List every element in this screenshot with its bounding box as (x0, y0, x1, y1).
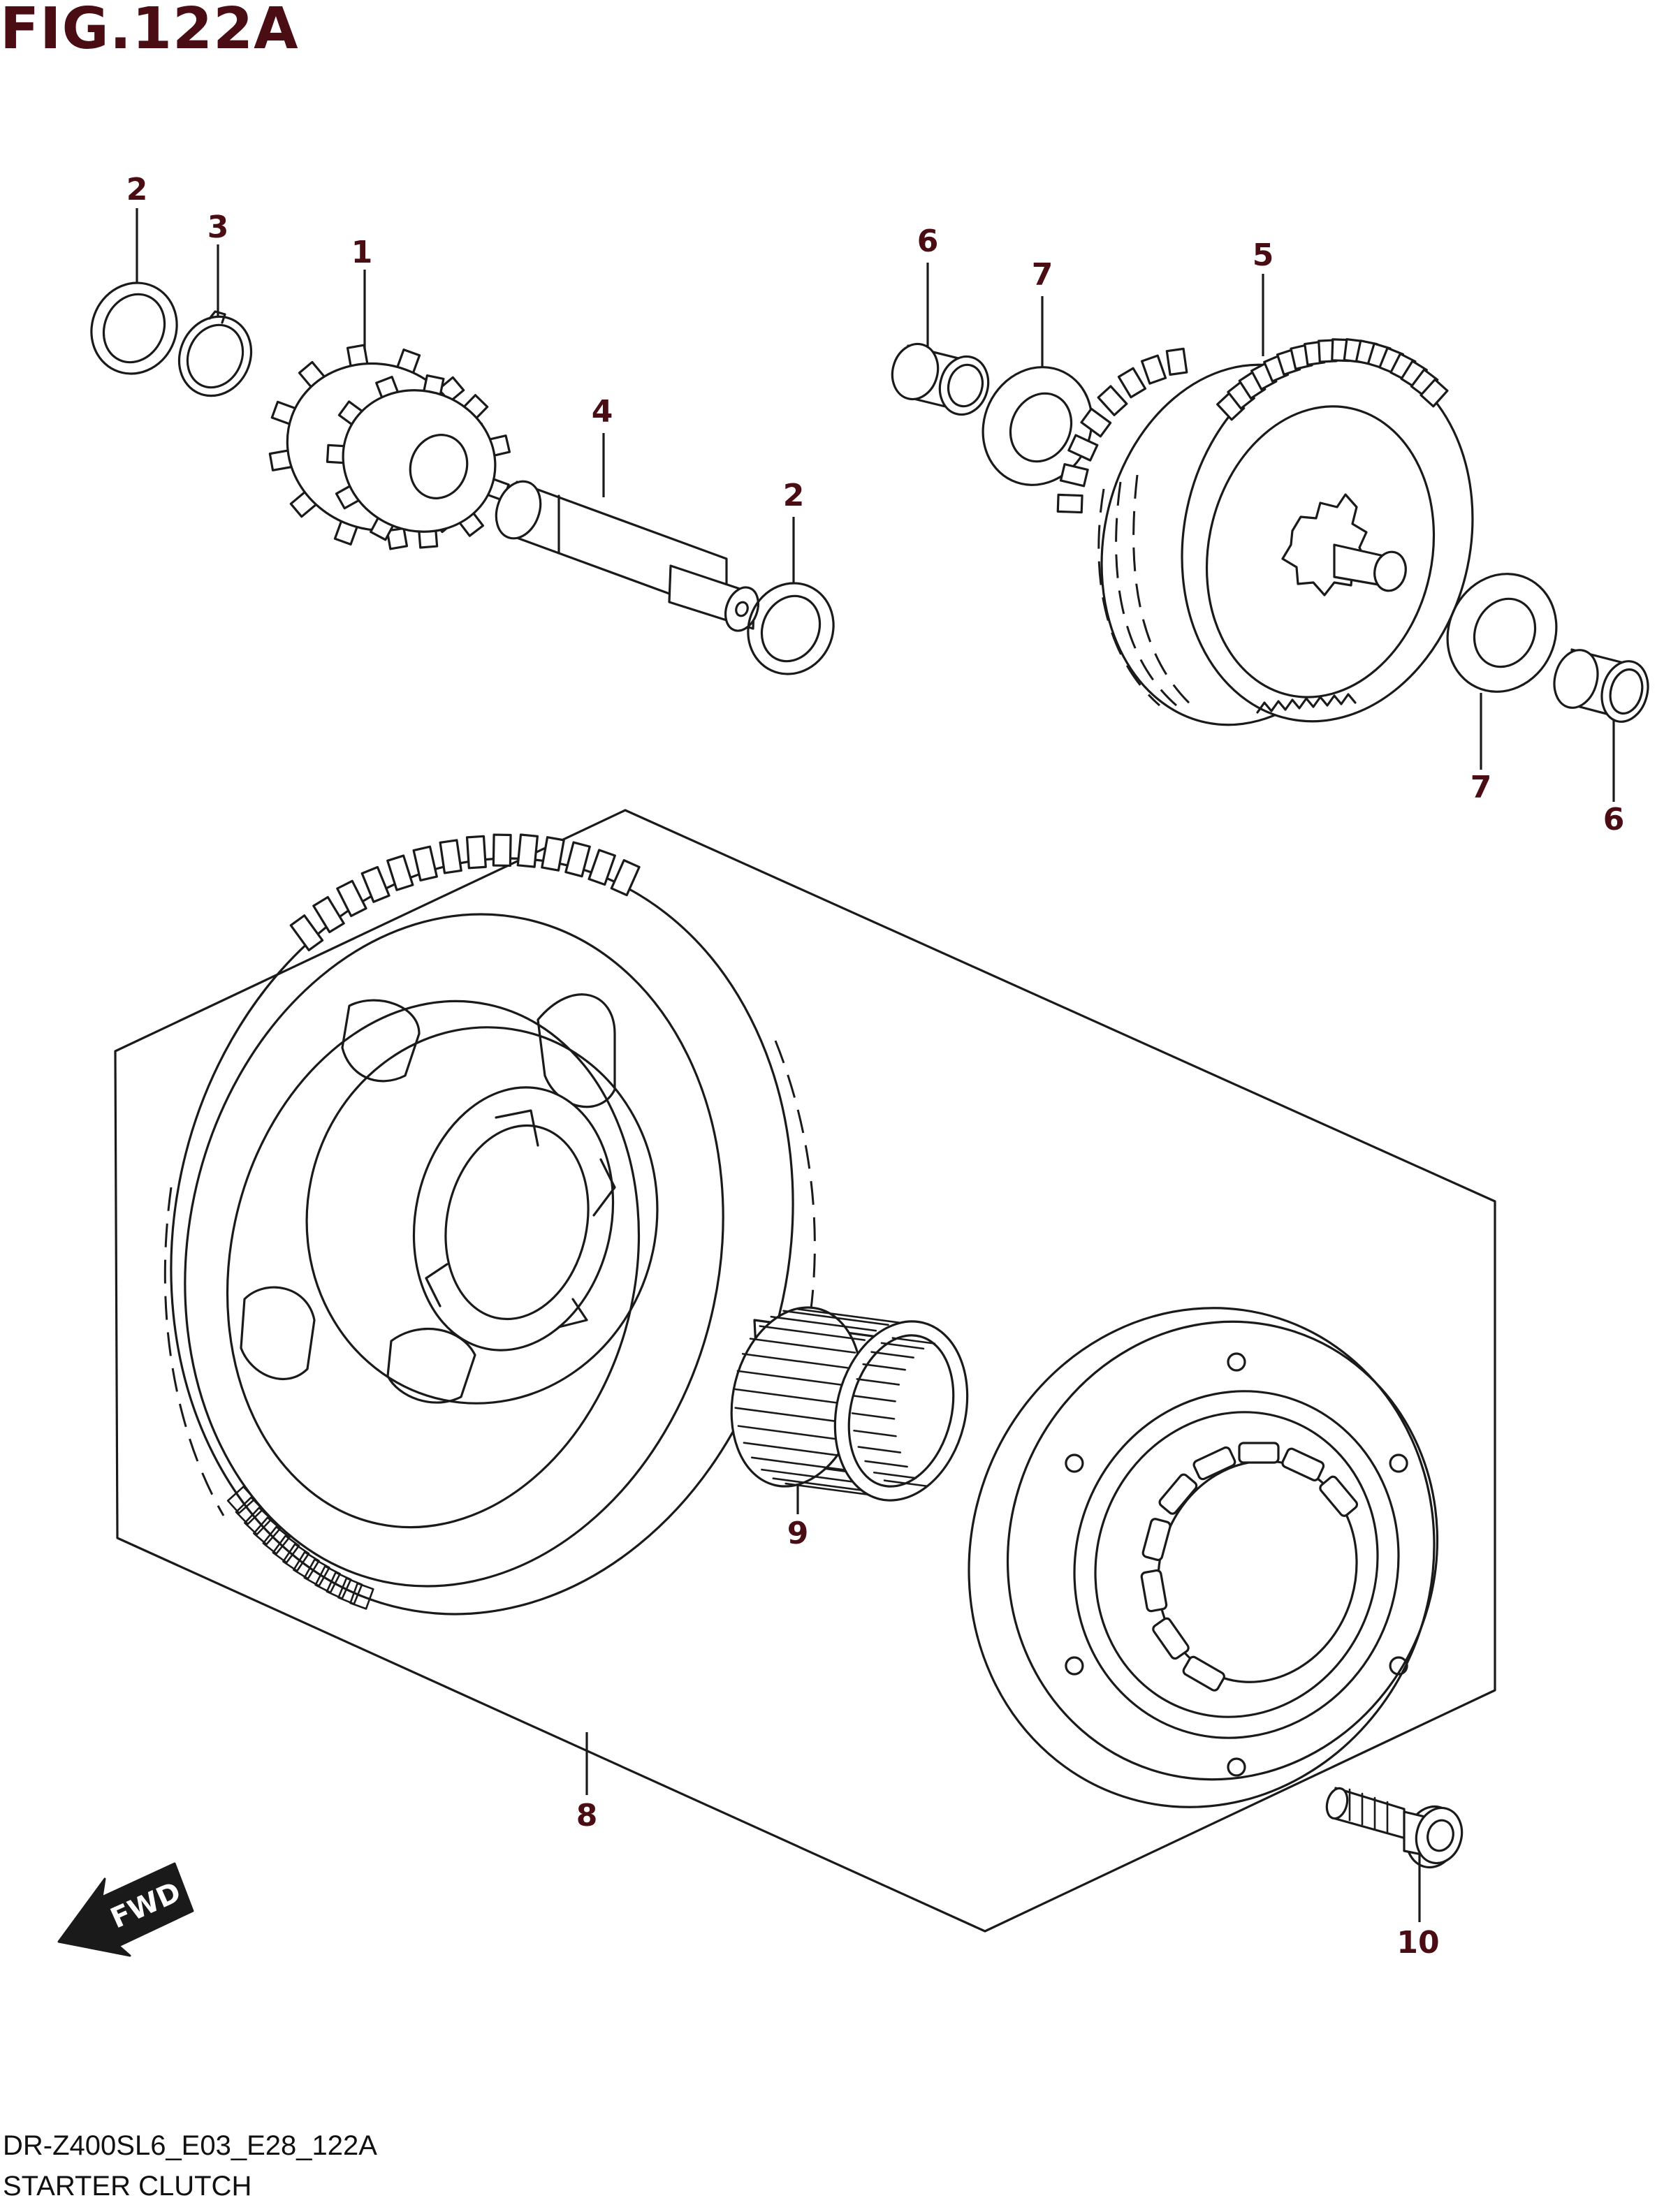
part-2-washer-right[interactable] (734, 569, 849, 688)
callout-8-clutch-gear[interactable]: 8 (576, 1798, 598, 1833)
callout-1-gear[interactable]: 1 (351, 235, 373, 270)
diagram-name: STARTER CLUTCH (3, 2171, 252, 2202)
part-8-starter-clutch-gear[interactable] (102, 800, 861, 1672)
fwd-arrow-icon: FWD (57, 1862, 194, 1957)
part-7-thrust-washer-right[interactable] (1429, 556, 1575, 710)
part-5-starter-driven-gear[interactable] (1056, 327, 1505, 752)
callout-labels: 2 3 1 4 2 6 7 5 7 6 9 8 10 (126, 172, 1625, 1961)
part-10-one-way-clutch[interactable] (905, 1247, 1498, 1868)
callout-2-washer-right[interactable]: 2 (783, 478, 805, 513)
part-2-washer-left[interactable] (77, 269, 192, 388)
part-6-bushing-top[interactable] (886, 339, 995, 420)
callout-6-bushing-right[interactable]: 6 (1603, 802, 1625, 837)
callout-6-bushing-top[interactable]: 6 (917, 224, 939, 259)
bolt[interactable] (1324, 1786, 1468, 1873)
part-9-needle-bearing[interactable] (713, 1294, 985, 1514)
figure-title: FIG.122A (0, 0, 299, 62)
callout-3-circlip[interactable]: 3 (207, 210, 229, 245)
callout-10-bolt[interactable]: 10 (1396, 1925, 1439, 1961)
callout-7-washer-top[interactable]: 7 (1032, 257, 1053, 293)
part-6-bushing-right[interactable] (1548, 645, 1654, 727)
diagram-code: DR-Z400SL6_E03_E28_122A (3, 2130, 377, 2161)
part-3-circlip[interactable] (166, 305, 264, 407)
callout-7-washer-right[interactable]: 7 (1470, 770, 1492, 805)
callout-4-shaft[interactable]: 4 (592, 394, 613, 430)
callout-5-driven-gear[interactable]: 5 (1253, 237, 1274, 273)
callout-2-washer-left[interactable]: 2 (126, 172, 148, 207)
part-1-idle-gear[interactable] (263, 339, 515, 556)
part-8-assembly-box (114, 809, 1496, 1933)
callout-9-needle-bearing[interactable]: 9 (787, 1516, 809, 1551)
part-4-shaft[interactable] (488, 475, 764, 635)
leader-lines (136, 208, 1615, 1922)
